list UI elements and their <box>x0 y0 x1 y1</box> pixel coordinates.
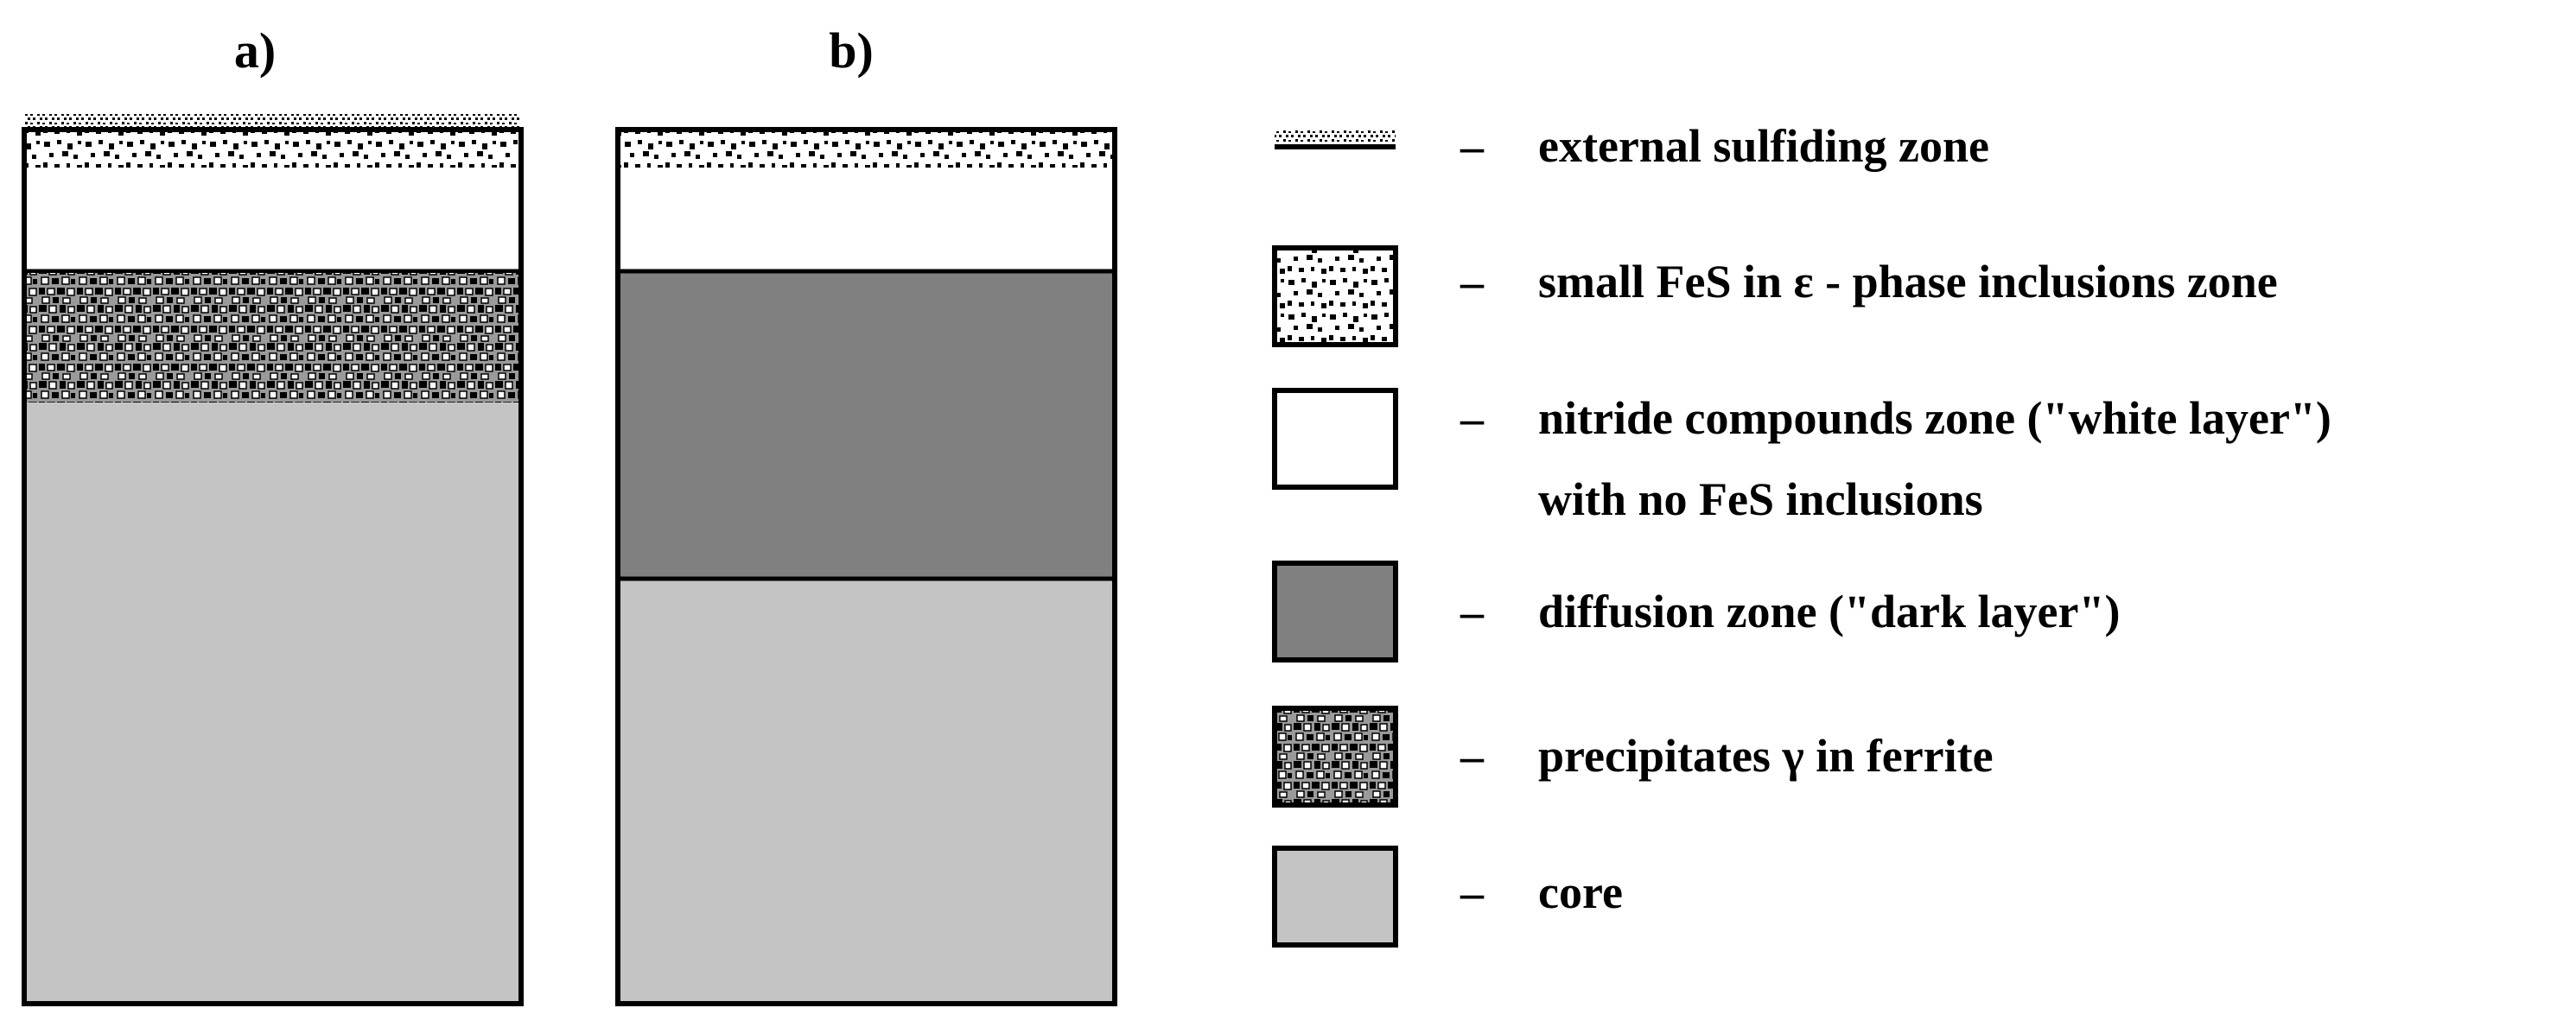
legend-swatch-dark-layer <box>1272 561 1398 662</box>
legend-label-core: core <box>1538 866 1623 918</box>
legend-label-precipitates: precipitates γ in ferrite <box>1538 730 1994 782</box>
panel-a <box>22 114 524 1006</box>
legend-swatch-external-sulfiding <box>1275 130 1396 143</box>
dark-layer-b <box>618 271 1115 579</box>
legend-swatch-fes-inclusions <box>1272 245 1398 347</box>
panel-b <box>615 127 1117 1006</box>
legend-label-dark-layer: diffusion zone ("dark layer") <box>1538 586 2120 637</box>
panel-label-b: b) <box>829 22 874 79</box>
legend-label-white-layer-line2: with no FeS inclusions <box>1538 473 1983 525</box>
legend-swatch-white-layer <box>1272 388 1398 490</box>
legend-dash-6: – <box>1460 866 1485 918</box>
legend: – external sulfiding zone – small FeS in… <box>1272 120 2331 948</box>
panel-label-a: a) <box>234 22 276 79</box>
legend-dash-5: – <box>1460 730 1485 782</box>
white-layer-a <box>24 168 521 271</box>
fes-inclusions-zone-b <box>618 130 1115 168</box>
fes-inclusions-zone-a <box>24 130 521 168</box>
precipitates-zone-a <box>24 273 521 403</box>
legend-label-external-sulfiding: external sulfiding zone <box>1538 120 1989 172</box>
legend-dash-3: – <box>1460 392 1485 444</box>
legend-swatch-core <box>1272 846 1398 948</box>
legend-label-white-layer: nitride compounds zone ("white layer") <box>1538 392 2331 444</box>
white-layer-b <box>618 168 1115 271</box>
legend-dash-4: – <box>1460 586 1485 637</box>
legend-swatch-precipitates <box>1272 706 1398 808</box>
panel-a-outline <box>22 127 524 1006</box>
legend-label-fes-inclusions: small FeS in ε - phase inclusions zone <box>1538 256 2278 307</box>
legend-dash-2: – <box>1460 256 1485 307</box>
legend-dash-1: – <box>1460 120 1485 172</box>
panel-b-outline <box>615 127 1117 1006</box>
